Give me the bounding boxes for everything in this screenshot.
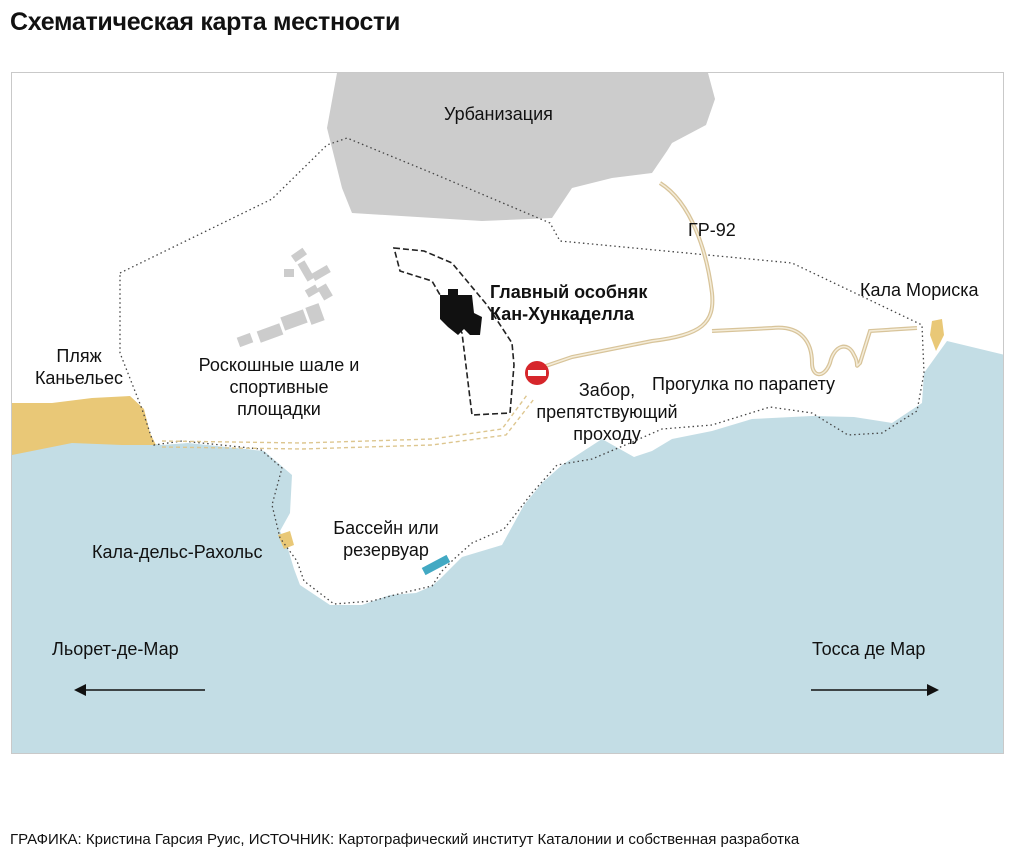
label-cala-rajols: Кала-дельс-Рахольс <box>92 542 263 562</box>
label-fence-line1: Забор, <box>578 380 636 400</box>
label-lloret: Льорет-де-Мар <box>52 639 179 659</box>
page-title: Схематическая карта местности <box>10 8 401 36</box>
label-main-mansion-line1: Главный особняк <box>490 282 648 302</box>
arrow-left-icon <box>74 684 205 696</box>
map[interactable]: Урбанизация ГР-92 Главный особняк Кан-Ху… <box>11 72 1004 754</box>
label-cala-morisca: Кала Мориска <box>860 280 979 300</box>
beach-morisca <box>930 319 944 351</box>
label-fence: Забор, препятствующий проходу <box>532 379 682 445</box>
label-fence-line2: препятствующий <box>536 402 678 422</box>
mansion-zone <box>392 247 515 416</box>
beach-rajols <box>278 531 294 549</box>
label-urbanization: Урбанизация <box>444 104 553 124</box>
coastal-path <box>161 394 528 444</box>
urban-area <box>327 73 715 221</box>
label-pool-line2: резервуар <box>343 540 429 560</box>
label-pool: Бассейн или резервуар <box>316 517 456 561</box>
label-beach-canyelles: Пляж Каньельес <box>24 345 134 389</box>
label-tossa: Тосса де Мар <box>812 639 926 659</box>
label-pool-line1: Бассейн или <box>333 518 439 538</box>
main-mansion <box>440 289 482 335</box>
credit-line: ГРАФИКА: Кристина Гарсия Руис, ИСТОЧНИК:… <box>10 831 800 848</box>
sea <box>12 341 1003 753</box>
label-chalets-line2: спортивные <box>229 377 329 397</box>
islet <box>152 449 168 465</box>
label-chalets: Роскошные шале и спортивные площадки <box>176 354 382 420</box>
arrow-right-icon <box>811 684 939 696</box>
beach-canyelles <box>12 396 156 455</box>
pool <box>421 554 451 576</box>
label-beach-line2: Каньельес <box>34 368 124 388</box>
property-boundary <box>119 137 925 605</box>
label-parapet-walk: Прогулка по парапету <box>652 374 836 394</box>
label-main-mansion-line2: Кан-Хункаделла <box>490 304 635 324</box>
label-chalets-line1: Роскошные шале и <box>198 355 360 375</box>
label-gr92: ГР-92 <box>688 220 736 240</box>
label-beach-line1: Пляж <box>56 346 102 366</box>
label-fence-line3: проходу <box>573 424 641 444</box>
map-canvas <box>12 73 1003 753</box>
no-entry-icon <box>525 361 549 385</box>
label-main-mansion: Главный особняк Кан-Хункаделла <box>490 281 647 325</box>
chalets <box>236 247 333 348</box>
label-chalets-line3: площадки <box>237 399 321 419</box>
